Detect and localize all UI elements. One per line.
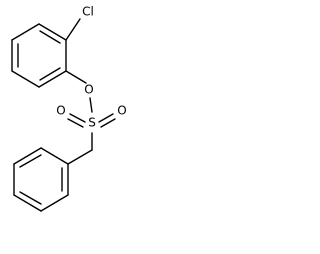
ring-bond bbox=[11, 23, 40, 41]
c-o-bond bbox=[65, 70, 87, 84]
ring-bond bbox=[11, 70, 40, 88]
s-o-double-bond bbox=[98, 113, 114, 123]
molecular-structure: Cl O S O O bbox=[11, 5, 127, 212]
chlorine-label: Cl bbox=[82, 5, 94, 19]
s-o-double-bond bbox=[100, 118, 116, 128]
o-s-bond bbox=[89, 97, 93, 113]
ester-oxygen-label: O bbox=[84, 83, 93, 97]
sulfur-label: S bbox=[88, 116, 96, 130]
c-cl-bond bbox=[65, 18, 81, 41]
phenyl-ring bbox=[13, 147, 69, 212]
ring-inner-bond bbox=[39, 30, 61, 44]
s-o-double-bond bbox=[67, 118, 84, 128]
ring-inner-bond bbox=[19, 191, 42, 205]
ring-bond bbox=[40, 194, 69, 212]
ring-bond bbox=[38, 23, 67, 41]
ch2-phenyl-bond bbox=[67, 149, 93, 165]
ring-bond bbox=[38, 70, 67, 88]
ring-inner-bond bbox=[39, 67, 61, 81]
sulfonyl-oxygen-left-label: O bbox=[56, 104, 65, 118]
s-o-double-bond bbox=[69, 113, 86, 123]
ring-inner-bond bbox=[19, 154, 42, 168]
chlorophenyl-ring bbox=[11, 23, 67, 88]
ring-bond bbox=[13, 147, 42, 165]
ring-bond bbox=[13, 194, 42, 212]
ring-bond bbox=[40, 147, 69, 165]
sulfonyl-oxygen-right-label: O bbox=[117, 104, 126, 118]
